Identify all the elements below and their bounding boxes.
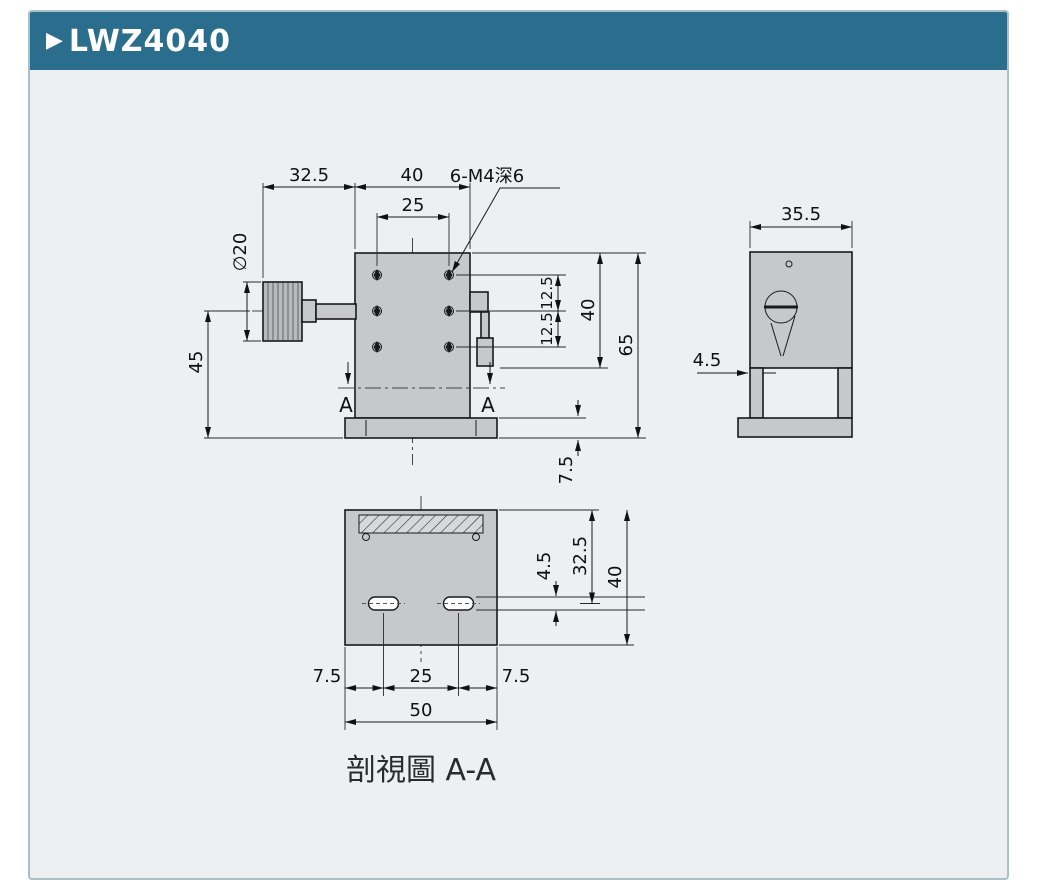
section-mark-right: A — [481, 393, 495, 417]
side-extension-lines — [749, 221, 853, 248]
dim-depth: 35.5 — [781, 204, 821, 225]
product-header: ▶ LWZ4040 — [30, 12, 1007, 70]
dim-base-height: 7.5 — [556, 456, 577, 485]
section-view: 4.5 32.5 40 7.5 25 7.5 50 剖視圖 A-A — [313, 496, 645, 788]
dim-left-margin: 7.5 — [313, 666, 342, 687]
thread-note: 6-M4深6 — [450, 166, 524, 187]
side-view: 35.5 4.5 — [693, 204, 853, 438]
dim-row-lower: 12.5 — [538, 312, 556, 345]
side-thin-plate — [749, 367, 764, 419]
dim-body-height: 40 — [578, 299, 599, 322]
clamp-lever — [469, 291, 494, 367]
section-slots — [362, 596, 480, 611]
wedge-line-left — [770, 322, 782, 357]
section-caption: 剖視圖 A-A — [346, 753, 497, 788]
section-hole-left — [362, 533, 370, 541]
side-body — [749, 251, 853, 369]
adjustment-knob — [262, 281, 357, 342]
side-small-hole — [785, 260, 793, 268]
dim-section-height: 40 — [605, 566, 626, 589]
dim-knob-to-body: 32.5 — [289, 165, 329, 186]
wedge-line-right — [782, 315, 796, 357]
side-column — [837, 367, 853, 419]
dim-knob-dia: ∅20 — [230, 233, 251, 272]
dim-slot-width: 4.5 — [534, 552, 555, 581]
mounting-holes — [372, 269, 454, 353]
section-cut-line — [338, 362, 505, 389]
dim-plate: 4.5 — [693, 350, 722, 371]
product-panel: ▶ LWZ4040 — [28, 10, 1009, 880]
front-view: A A — [186, 165, 646, 484]
dim-slot-offset: 32.5 — [570, 536, 591, 576]
dim-axis-height: 45 — [186, 351, 207, 374]
dim-hole-spacing-h: 25 — [402, 195, 425, 216]
shaft-end — [764, 290, 798, 324]
section-hatch-band — [358, 514, 484, 534]
extension-lines — [204, 183, 646, 439]
product-title: LWZ4040 — [68, 23, 232, 59]
section-mark-left: A — [339, 393, 353, 417]
dimension-lines — [205, 184, 641, 456]
thread-leader-line — [451, 187, 560, 273]
header-arrow-icon: ▶ — [46, 28, 63, 53]
dim-section-width: 50 — [410, 700, 433, 721]
dim-body-width: 40 — [401, 165, 424, 186]
section-hole-right — [472, 533, 480, 541]
section-dimension-lines — [345, 510, 630, 725]
technical-drawing: A A — [186, 165, 853, 788]
side-base — [737, 417, 853, 438]
dim-row-upper: 12.5 — [538, 276, 556, 309]
dim-overall-height: 65 — [616, 334, 637, 357]
base-plate — [344, 417, 498, 439]
dim-slot-spacing: 25 — [410, 666, 433, 687]
dim-right-margin: 7.5 — [502, 666, 531, 687]
side-dimension-lines — [697, 224, 852, 376]
